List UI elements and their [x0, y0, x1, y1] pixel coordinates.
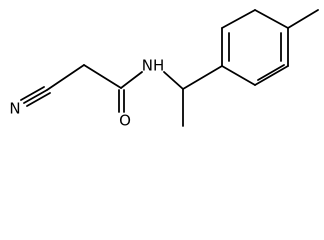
- para-methyl-bond: [287, 9, 319, 29]
- ch2-bond: [46, 64, 85, 91]
- triple-bond-line-1: [20, 86, 45, 101]
- ring-bond-2: [221, 9, 256, 29]
- triple-bond-line-3: [26, 92, 51, 107]
- structure-drawing: N NH O: [9, 9, 319, 130]
- atom-label-carbonyl-oxygen: O: [119, 112, 131, 130]
- ch-ring-bond: [182, 65, 223, 90]
- molecule-diagram: N NH O: [9, 9, 319, 130]
- ring-bond-6: [221, 65, 256, 86]
- ring-bond-5: [254, 65, 289, 86]
- atom-label-amide-nitrogen: NH: [142, 57, 165, 75]
- ring-double-bond-3: [257, 64, 285, 81]
- nh-ch-bond: [163, 71, 184, 90]
- carbonyl-chain-bond: [83, 64, 122, 89]
- amide-bond: [120, 71, 143, 89]
- triple-bond-line-2: [23, 89, 48, 104]
- atom-label-nitrile-nitrogen: N: [9, 100, 20, 118]
- ring-bond-3: [254, 9, 289, 29]
- bond-lines: [20, 9, 319, 127]
